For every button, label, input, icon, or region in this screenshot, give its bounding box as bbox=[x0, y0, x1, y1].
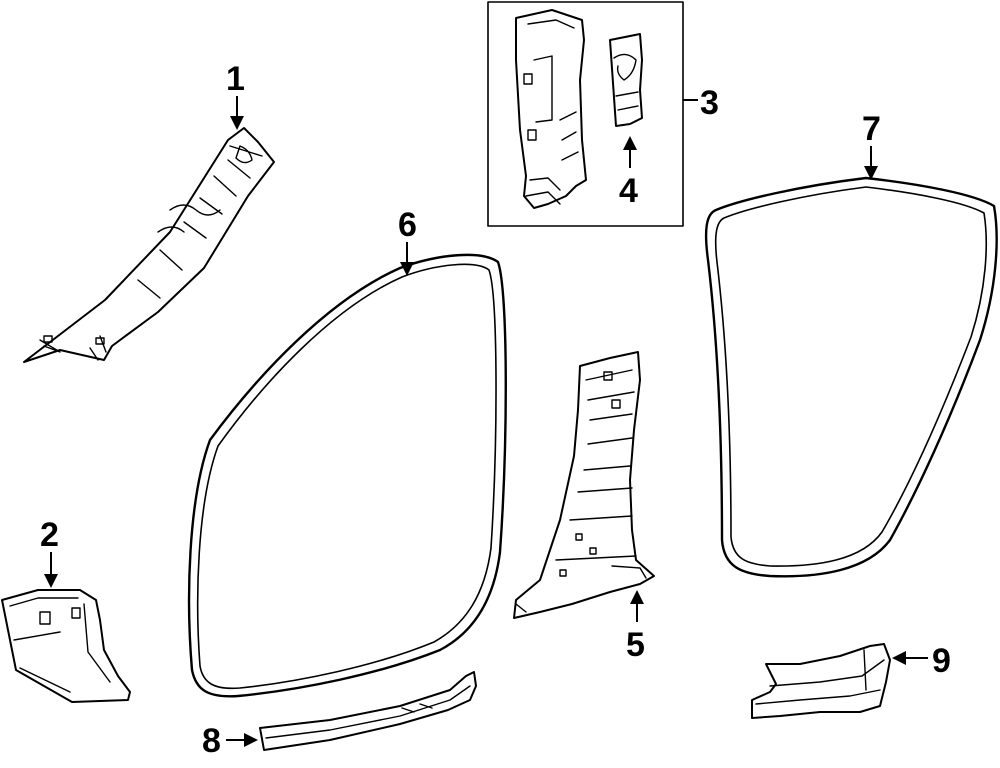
part-6-front-door-weatherstrip[interactable] bbox=[187, 253, 507, 698]
callout-5: 5 bbox=[626, 590, 645, 664]
callout-9: 9 bbox=[892, 642, 951, 680]
part-5-center-pillar-lower-garnish[interactable] bbox=[513, 351, 655, 619]
callout-8: 8 bbox=[202, 722, 258, 760]
callout-1: 1 bbox=[226, 60, 245, 130]
callout-9-label: 9 bbox=[932, 642, 951, 680]
callout-3: 3 bbox=[683, 84, 719, 122]
callout-7-label: 7 bbox=[862, 110, 881, 148]
callout-1-label: 1 bbox=[226, 60, 245, 98]
callout-2-label: 2 bbox=[40, 516, 59, 554]
callout-8-label: 8 bbox=[202, 722, 221, 760]
callout-5-label: 5 bbox=[626, 626, 645, 664]
callout-7: 7 bbox=[862, 110, 881, 180]
part-7-rear-door-weatherstrip[interactable] bbox=[704, 176, 998, 578]
part-9-rear-scuff-plate[interactable] bbox=[751, 643, 891, 719]
callout-4-label: 4 bbox=[619, 172, 638, 210]
part-1-front-pillar-garnish[interactable] bbox=[23, 127, 275, 363]
part-2-lower-pillar-trim[interactable] bbox=[1, 589, 131, 703]
part-3-center-pillar-upper-trim[interactable] bbox=[515, 9, 587, 209]
part-4-center-pillar-bracket[interactable] bbox=[609, 33, 643, 127]
callout-4: 4 bbox=[619, 136, 638, 210]
callout-6-label: 6 bbox=[398, 206, 417, 244]
callout-2: 2 bbox=[40, 516, 59, 588]
callout-6: 6 bbox=[398, 206, 417, 276]
callout-3-label: 3 bbox=[700, 84, 719, 122]
part-8-front-scuff-plate[interactable] bbox=[259, 671, 477, 751]
